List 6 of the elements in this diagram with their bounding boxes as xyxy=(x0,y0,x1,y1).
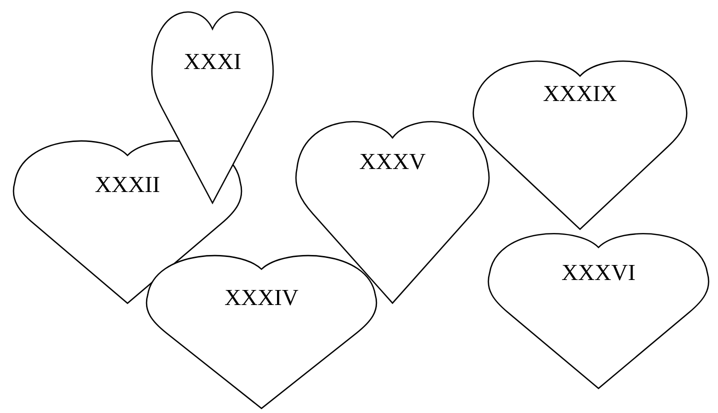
numeral-label: XXXVI xyxy=(560,260,637,286)
numeral-label: XXXIX xyxy=(542,81,618,108)
numeral-label: XXXV xyxy=(358,149,427,176)
numeral-label: XXXII xyxy=(94,172,162,198)
numeral-label: XXXI xyxy=(182,49,242,75)
numeral-label: XXXIV xyxy=(223,285,300,312)
